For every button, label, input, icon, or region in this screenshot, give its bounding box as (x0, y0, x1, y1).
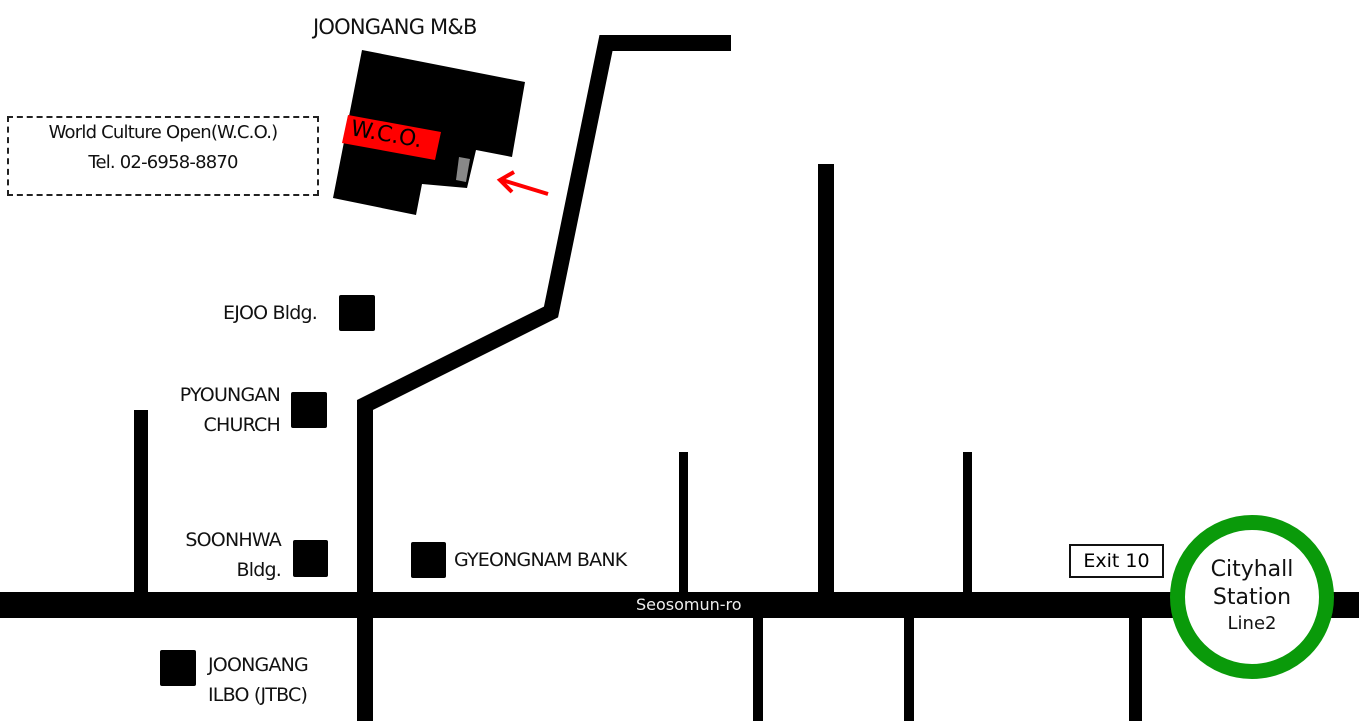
entrance-marker (456, 157, 470, 182)
road-north-2 (818, 164, 834, 594)
label-gyeongnam: GYEONGNAM BANK (454, 549, 627, 571)
building-pyoungan (291, 392, 327, 428)
road-west-stub (134, 410, 148, 595)
exit-label: Exit 10 (1069, 544, 1164, 578)
building-gyeongnam (411, 542, 446, 578)
building-title: JOONGANG M&B (313, 15, 477, 39)
label-ejoo: EJOO Bldg. (223, 302, 318, 324)
info-name: World Culture Open(W.C.O.) (48, 122, 279, 143)
station-name-2: Station (1212, 585, 1292, 610)
road-north-1 (679, 452, 688, 594)
road-seosomun-ro (0, 592, 1359, 618)
building-ejoo (339, 295, 375, 331)
info-tel: Tel. 02-6958-8870 (88, 152, 238, 173)
building-joongang-ilbo (160, 650, 196, 686)
wco-highlight (342, 115, 441, 160)
road-north-3 (963, 452, 972, 594)
road-south-3 (1129, 616, 1142, 721)
building-soonhwa (293, 540, 328, 577)
station-name-1: Cityhall (1210, 557, 1294, 582)
station-marker: Cityhall Station Line2 (1170, 515, 1334, 679)
station-line: Line2 (1227, 613, 1277, 634)
info-box: World Culture Open(W.C.O.) Tel. 02-6958-… (7, 116, 319, 196)
arrow-up-left-icon (496, 170, 549, 196)
road-winding (357, 35, 731, 721)
road-south-2 (904, 616, 914, 721)
road-label: Seosomun-ro (636, 595, 742, 614)
road-south-1 (753, 616, 763, 721)
